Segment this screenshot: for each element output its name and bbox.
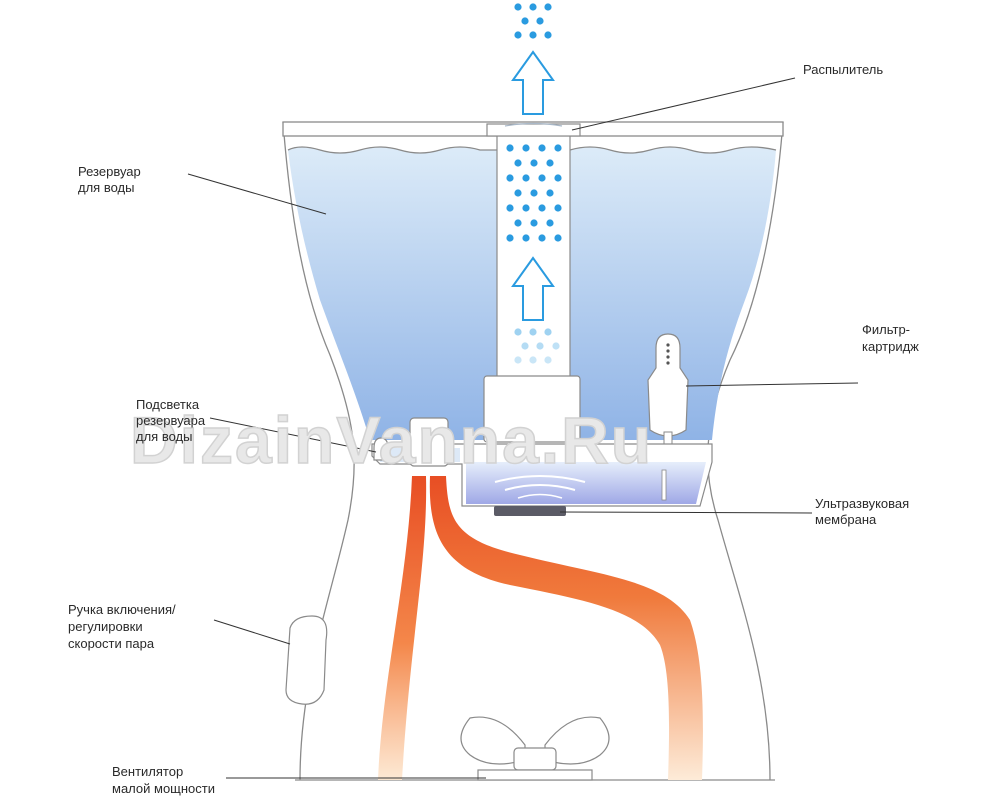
- leader-knob: [213, 619, 291, 645]
- mist-droplets: [506, 3, 562, 364]
- water-reservoir-right: [570, 147, 776, 440]
- label-membrane-line-2: мембрана: [815, 512, 877, 527]
- label-reservoir-line-2: для воды: [78, 180, 134, 195]
- droplet: [552, 342, 560, 350]
- droplet: [554, 234, 562, 242]
- label-fan-line-2: малой мощности: [112, 781, 215, 796]
- label-filter: Фильтр- картридж: [862, 322, 919, 354]
- label-backlight-line-1: Подсветка: [136, 397, 200, 412]
- filter-cartridge: [647, 333, 689, 445]
- droplet: [554, 144, 562, 152]
- droplet: [514, 219, 522, 227]
- water-reservoir: [288, 147, 497, 440]
- droplet: [514, 189, 522, 197]
- label-membrane: Ультразвуковая мембрана: [815, 496, 913, 527]
- sprayer-nozzle: [486, 123, 581, 137]
- droplet: [514, 356, 522, 364]
- droplet: [530, 219, 538, 227]
- label-reservoir-line-1: Резервуар: [78, 164, 141, 179]
- leader-filter: [685, 382, 859, 387]
- control-knob: [285, 615, 328, 705]
- leader-membrane: [559, 511, 813, 514]
- label-backlight-line-3: для воды: [136, 429, 192, 444]
- mist-arrow-tube: [511, 256, 555, 321]
- droplet: [546, 189, 554, 197]
- label-membrane-line-1: Ультразвуковая: [815, 496, 909, 511]
- label-sprayer: Распылитель: [803, 62, 883, 77]
- droplet: [521, 342, 529, 350]
- droplet: [546, 159, 554, 167]
- label-reservoir: Резервуар для воды: [78, 164, 144, 195]
- droplet: [544, 328, 552, 336]
- label-knob: Ручка включения/ регулировки скорости па…: [68, 602, 179, 651]
- droplet: [530, 159, 538, 167]
- droplet: [529, 328, 537, 336]
- droplet: [506, 174, 514, 182]
- airflow-right: [429, 476, 703, 780]
- droplet: [506, 144, 514, 152]
- air-inlet-block: [409, 417, 449, 467]
- backlight-led: [373, 437, 389, 461]
- droplet: [536, 17, 544, 25]
- droplet: [506, 234, 514, 242]
- tube-base: [483, 375, 581, 443]
- droplet: [536, 342, 544, 350]
- label-knob-line-3: скорости пара: [68, 636, 155, 651]
- label-filter-line-2: картридж: [862, 339, 919, 354]
- droplet: [522, 144, 530, 152]
- droplet: [538, 144, 546, 152]
- droplet: [522, 174, 530, 182]
- label-backlight: Подсветка резервуара для воды: [136, 397, 209, 444]
- droplet: [529, 31, 537, 39]
- droplet: [554, 204, 562, 212]
- label-knob-line-1: Ручка включения/: [68, 602, 176, 617]
- mist-arrow-top: [511, 50, 555, 115]
- label-fan-line-1: Вентилятор: [112, 764, 183, 779]
- droplet: [538, 204, 546, 212]
- droplet: [521, 17, 529, 25]
- droplet: [522, 234, 530, 242]
- droplet: [514, 31, 522, 39]
- droplet: [544, 356, 552, 364]
- leader-backlight: [209, 417, 377, 453]
- droplet: [514, 328, 522, 336]
- droplet: [530, 189, 538, 197]
- droplet: [529, 356, 537, 364]
- label-filter-line-1: Фильтр-: [862, 322, 910, 337]
- label-backlight-line-2: резервуара: [136, 413, 206, 428]
- droplet: [544, 31, 552, 39]
- leader-sprayer: [571, 77, 796, 131]
- droplet: [546, 219, 554, 227]
- leader-reservoir: [187, 173, 327, 215]
- label-knob-line-2: регулировки: [68, 619, 143, 634]
- droplet: [529, 3, 537, 11]
- droplet: [538, 174, 546, 182]
- droplet: [514, 3, 522, 11]
- fan: [460, 716, 610, 781]
- droplet: [538, 234, 546, 242]
- watermark: DizainVanna.Ru: [130, 403, 653, 477]
- label-fan: Вентилятор малой мощности: [112, 764, 215, 796]
- ultrasonic-membrane: [494, 506, 566, 516]
- airflow-left: [378, 476, 427, 780]
- droplet: [544, 3, 552, 11]
- droplet: [506, 204, 514, 212]
- droplet: [522, 204, 530, 212]
- droplet: [554, 174, 562, 182]
- droplet: [514, 159, 522, 167]
